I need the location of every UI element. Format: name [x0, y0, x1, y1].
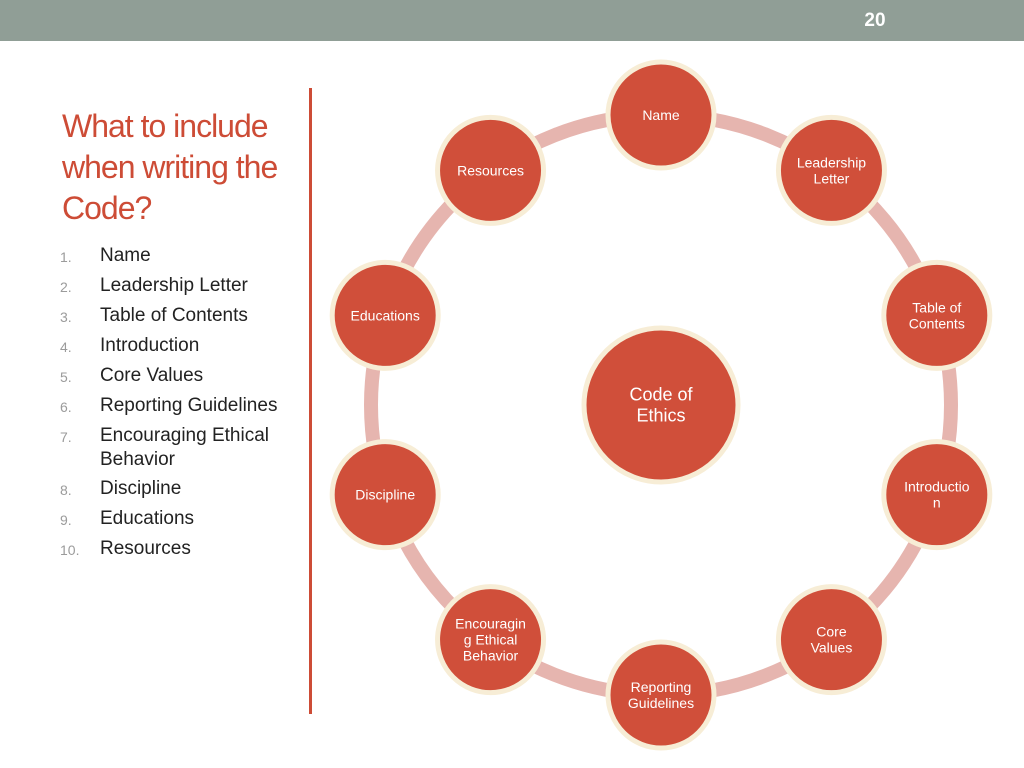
node-label: Core	[816, 624, 847, 640]
list-item: 4. Introduction	[60, 334, 300, 359]
node-label: Educations	[351, 307, 420, 323]
node-label: n	[933, 495, 941, 511]
list-item-number: 3.	[60, 309, 72, 325]
node-label: Values	[811, 640, 853, 656]
list-item: 2. Leadership Letter	[60, 274, 300, 299]
list-item-label: Name	[100, 245, 151, 266]
node-label: Resources	[457, 162, 524, 178]
list-item-label: Reporting Guidelines	[100, 395, 278, 416]
node-label: Reporting	[631, 679, 692, 695]
node-circle	[775, 114, 887, 226]
list-item: 3. Table of Contents	[60, 304, 300, 329]
node-label: g Ethical	[464, 632, 518, 648]
list-item-number: 5.	[60, 369, 72, 385]
cycle-node: Introduction	[881, 439, 993, 551]
list-item-label: Resources	[100, 538, 191, 559]
list-item: 7. Encouraging Ethical Behavior	[60, 424, 300, 472]
cycle-node: Resources	[435, 114, 547, 226]
node-circle	[435, 584, 547, 696]
cycle-node: Name	[605, 59, 717, 171]
node-label: Discipline	[355, 487, 415, 503]
node-circle	[435, 114, 547, 226]
list-item-number: 9.	[60, 512, 72, 528]
list-item: 6. Reporting Guidelines	[60, 394, 300, 419]
node-label: Encouragin	[455, 616, 526, 632]
list-item-label: Core Values	[100, 365, 204, 386]
list-item-number: 6.	[60, 399, 72, 415]
list-item-number: 7.	[60, 429, 72, 445]
node-label: Guidelines	[628, 695, 694, 711]
vertical-divider	[309, 88, 312, 714]
node-circle	[775, 584, 887, 696]
list-item-label: Educations	[100, 508, 195, 529]
list-item-number: 2.	[60, 279, 72, 295]
slide-number: 20	[864, 10, 886, 31]
list-item-label: Introduction	[100, 335, 200, 356]
cycle-node: Discipline	[329, 439, 441, 551]
node-label: Ethics	[636, 406, 685, 426]
cycle-node: Educations	[329, 259, 441, 371]
node-label: Leadership	[797, 154, 866, 170]
list-item: 8. Discipline	[60, 477, 300, 502]
list-item-label: Table of Contents	[100, 305, 248, 326]
list-item-number: 4.	[60, 339, 72, 355]
list-item-number: 8.	[60, 482, 72, 498]
list-item-number: 1.	[60, 249, 72, 265]
list-item: 1. Name	[60, 244, 300, 269]
list-item-label: Discipline	[100, 478, 182, 499]
node-circle	[605, 59, 717, 171]
list-item-label: Leadership Letter	[100, 275, 248, 296]
node-label: Behavior	[463, 648, 519, 664]
slide-title: What to include when writing the Code?	[62, 108, 278, 226]
node-circle	[881, 259, 993, 371]
node-label: Introductio	[904, 479, 970, 495]
node-circle	[329, 439, 441, 551]
list-item-number: 10.	[60, 542, 80, 558]
center-circle	[581, 325, 741, 485]
node-circle	[329, 259, 441, 371]
node-circle	[605, 639, 717, 751]
list-item: 9. Educations	[60, 507, 300, 532]
items-list: 1. Name 2. Leadership Letter 3. Table of…	[60, 244, 300, 567]
node-label: Code of	[629, 385, 693, 405]
node-circle	[881, 439, 993, 551]
header-bar: 20	[0, 0, 1024, 41]
node-label: Table of	[912, 299, 961, 315]
node-label: Name	[642, 107, 680, 123]
list-item: 5. Core Values	[60, 364, 300, 389]
node-label: Contents	[909, 315, 965, 331]
list-item: 10. Resources	[60, 537, 300, 562]
node-label: Letter	[814, 170, 850, 186]
list-item-label: Encouraging Ethical Behavior	[100, 425, 269, 470]
